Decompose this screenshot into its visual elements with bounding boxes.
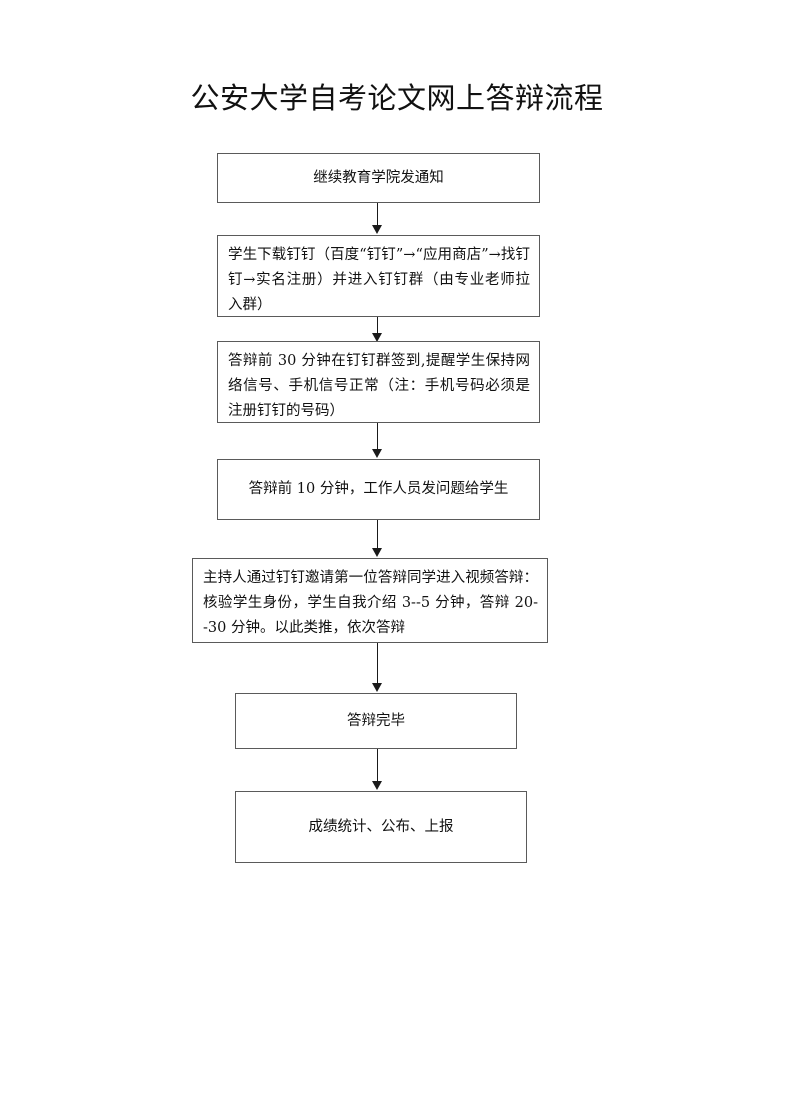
flow-node-text: 继续教育学院发通知	[313, 169, 444, 186]
flow-node-step-7: 成绩统计、公布、上报	[235, 791, 527, 863]
page-title: 公安大学自考论文网上答辩流程	[190, 81, 604, 115]
flow-node-step-4: 答辩前 10 分钟，工作人员发问题给学生	[217, 459, 540, 520]
flow-connector-arrow-1-2	[370, 203, 386, 235]
flow-node-step-6: 答辩完毕	[235, 693, 517, 749]
flow-node-step-1: 继续教育学院发通知	[217, 153, 540, 203]
flow-node-text: 答辩完毕	[347, 712, 405, 729]
flow-connector-arrow-2-3	[370, 317, 386, 342]
flow-node-text: 成绩统计、公布、上报	[308, 818, 454, 835]
flow-connector-arrow-6-7	[370, 749, 386, 791]
flow-connector-arrow-3-4	[370, 423, 386, 459]
flow-node-text: 学生下载钉钉（百度“钉钉”→“应用商店”→找钉钉→实名注册）并进入钉钉群（由专业…	[228, 247, 530, 313]
flow-node-text: 主持人通过钉钉邀请第一位答辩同学进入视频答辩：核验学生身份，学生自我介绍 3--…	[203, 570, 538, 636]
flow-node-text: 答辩前 30 分钟在钉钉群签到,提醒学生保持网络信号、手机信号正常（注：手机号码…	[228, 353, 530, 419]
flow-connector-arrow-5-6	[370, 643, 386, 693]
flow-node-step-3: 答辩前 30 分钟在钉钉群签到,提醒学生保持网络信号、手机信号正常（注：手机号码…	[217, 341, 540, 423]
flow-node-step-2: 学生下载钉钉（百度“钉钉”→“应用商店”→找钉钉→实名注册）并进入钉钉群（由专业…	[217, 235, 540, 317]
flow-node-text: 答辩前 10 分钟，工作人员发问题给学生	[248, 481, 509, 497]
flow-connector-arrow-4-5	[370, 520, 386, 558]
flow-node-step-5: 主持人通过钉钉邀请第一位答辩同学进入视频答辩：核验学生身份，学生自我介绍 3--…	[192, 558, 548, 643]
